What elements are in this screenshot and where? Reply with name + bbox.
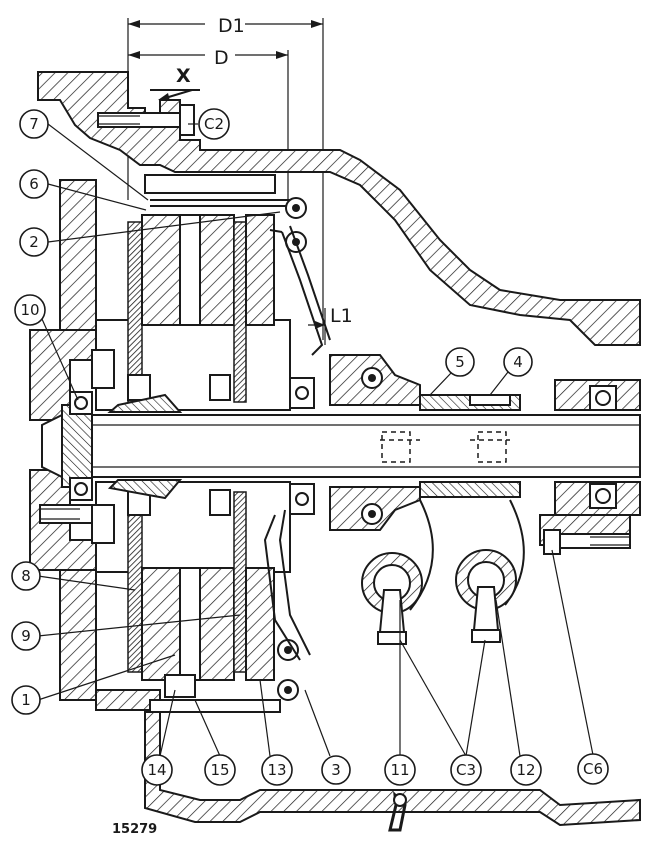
svg-text:8: 8	[21, 567, 31, 585]
x-marker-label: X	[176, 65, 191, 87]
svg-text:5: 5	[455, 353, 465, 371]
main-shaft	[41, 404, 641, 488]
svg-text:11: 11	[390, 761, 409, 779]
clutch-disc-pack-upper	[107, 174, 290, 413]
svg-text:7: 7	[29, 115, 39, 133]
svg-text:9: 9	[21, 627, 31, 645]
dimension-d1: D1	[127, 12, 324, 340]
callout-9: 9	[11, 621, 41, 651]
fork-11	[361, 499, 434, 645]
bell-housing-lower	[144, 711, 641, 832]
figure-number: 15279	[112, 822, 157, 837]
pilot-bearing	[69, 391, 93, 501]
clutch-disc-pack-lower	[107, 479, 281, 713]
callout-c3: C3	[450, 754, 482, 786]
bolt-c6	[543, 529, 631, 555]
x-marker: X	[150, 65, 200, 101]
svg-text:14: 14	[147, 761, 166, 779]
callout-c6: C6	[577, 753, 609, 785]
svg-text:C3: C3	[456, 761, 476, 779]
fork-12	[455, 499, 525, 643]
callout-8: 8	[11, 561, 41, 591]
callout-15: 15	[204, 754, 236, 786]
svg-text:10: 10	[20, 301, 39, 319]
release-lever-upper	[269, 197, 331, 356]
callout-2: 2	[19, 227, 49, 257]
callout-c2: C2	[198, 108, 230, 140]
svg-text:12: 12	[516, 761, 535, 779]
callout-5: 5	[445, 347, 475, 377]
dimension-l1: L1	[308, 305, 353, 345]
callout-leaders	[37, 123, 594, 757]
callout-6: 6	[19, 169, 49, 199]
release-bearing-assembly	[289, 354, 521, 531]
svg-text:3: 3	[331, 761, 341, 779]
svg-text:1: 1	[21, 691, 31, 709]
bolt-c2	[97, 104, 195, 136]
callout-3: 3	[321, 755, 351, 785]
output-bearing	[539, 379, 641, 546]
callout-7: 7	[19, 109, 49, 139]
svg-text:6: 6	[29, 175, 39, 193]
dimension-l1-label: L1	[330, 305, 353, 327]
svg-text:2: 2	[29, 233, 39, 251]
callout-4: 4	[503, 347, 533, 377]
dimension-d1-label: D1	[218, 15, 245, 37]
svg-text:4: 4	[513, 353, 523, 371]
callout-14: 14	[141, 754, 173, 786]
callout-11: 11	[384, 754, 416, 786]
svg-text:C6: C6	[583, 760, 603, 778]
callout-1: 1	[11, 685, 41, 715]
callout-12: 12	[510, 754, 542, 786]
release-lever-lower	[263, 509, 311, 701]
svg-text:13: 13	[267, 761, 286, 779]
svg-text:15: 15	[210, 761, 229, 779]
callout-13: 13	[261, 754, 293, 786]
callout-10: 10	[14, 294, 46, 326]
dimension-d-label: D	[214, 47, 229, 69]
flywheel-bolts	[39, 349, 115, 544]
dimension-d: D	[128, 43, 289, 210]
svg-text:C2: C2	[204, 115, 224, 133]
